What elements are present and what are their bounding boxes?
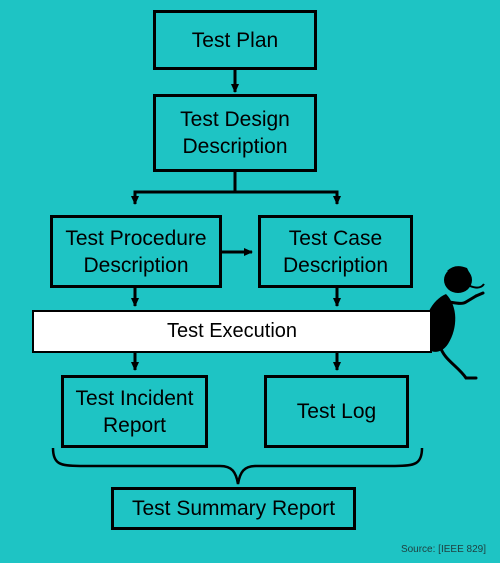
curly-brace (51, 447, 424, 485)
test-summary-report-label: Test Summary Report (131, 497, 336, 520)
test-design-description-box: Test Design Description (153, 94, 317, 172)
test-log-label: Test Log (296, 400, 377, 423)
connector-design-split-right (235, 190, 341, 205)
test-procedure-description-box: Test Procedure Description (50, 215, 222, 288)
connector-design-split (131, 172, 237, 205)
test-summary-report-box: Test Summary Report (111, 487, 356, 530)
test-plan-box: Test Plan (153, 10, 317, 70)
test-plan-label: Test Plan (191, 28, 279, 52)
test-procedure-description-label: Test Procedure Description (65, 226, 207, 277)
test-log-box: Test Log (264, 375, 409, 448)
test-incident-report-label: Test Incident Report (75, 386, 194, 437)
source-caption: Source: [IEEE 829] (400, 544, 486, 555)
test-design-description-label: Test Design Description (180, 108, 290, 158)
test-case-description-label: Test Case Description (282, 226, 389, 277)
test-case-description-box: Test Case Description (258, 215, 413, 288)
test-execution-bar: Test Execution (32, 310, 432, 353)
test-execution-label: Test Execution (166, 320, 298, 342)
test-incident-report-box: Test Incident Report (61, 375, 208, 448)
